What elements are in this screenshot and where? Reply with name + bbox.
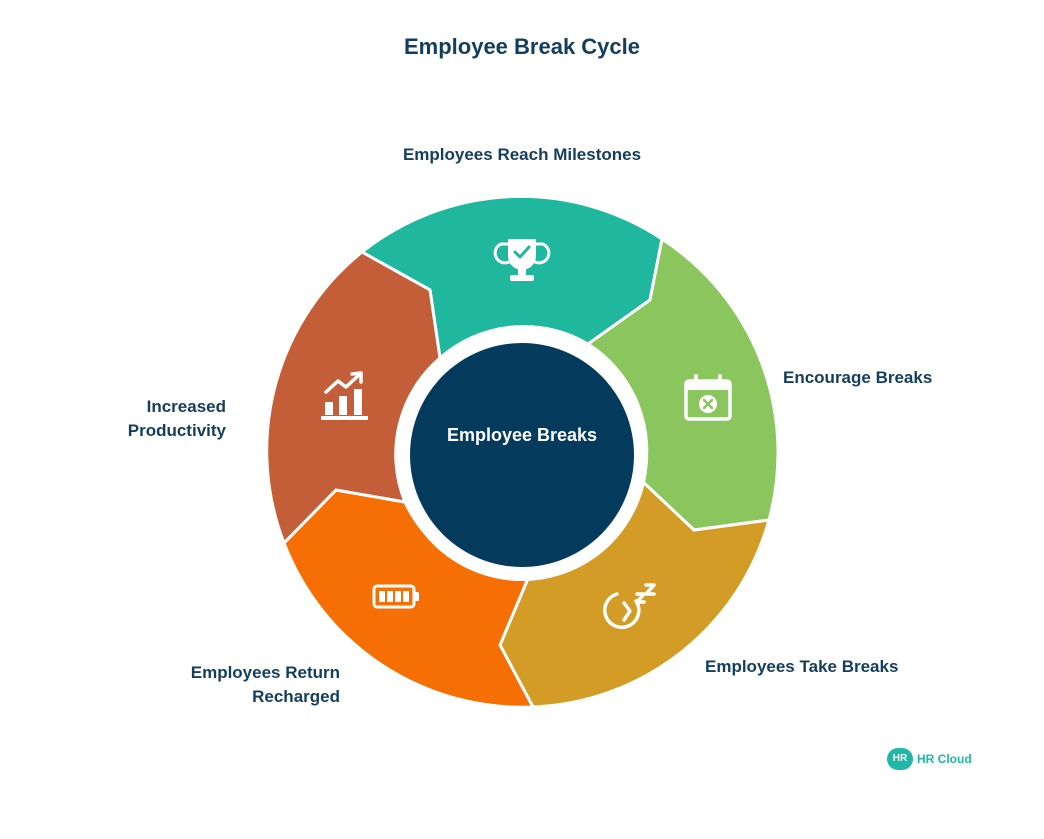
hr-cloud-logo: HR HR Cloud	[887, 747, 972, 771]
label-take-breaks: Employees Take Breaks	[705, 655, 898, 679]
battery-full-icon	[372, 584, 419, 609]
label-increased-productivity: Increased Productivity	[128, 395, 226, 443]
page-title: Employee Break Cycle	[403, 34, 641, 59]
label-line: Employees Reach Milestones	[402, 145, 642, 164]
center-label: Employee Breaks	[446, 425, 598, 445]
sleep-clock-icon	[603, 583, 656, 630]
logo-badge: HR	[887, 748, 913, 770]
label-line: Increased	[146, 397, 226, 416]
trophy-icon	[493, 239, 551, 281]
label-encourage-breaks: Encourage Breaks	[783, 366, 932, 390]
label-return-recharged: Employees Return Recharged	[191, 661, 340, 709]
label-line: Employees Return	[190, 663, 340, 682]
label-line: Employees Take Breaks	[705, 657, 899, 676]
label-line: Encourage Breaks	[783, 368, 933, 387]
label-reach-milestones: Employees Reach Milestones	[300, 143, 744, 167]
calendar-cancel-icon	[684, 374, 732, 421]
label-line: Productivity	[127, 421, 226, 440]
segment-increased-productivity	[265, 250, 442, 546]
label-line: Recharged	[252, 687, 340, 706]
segment-encourage-breaks	[585, 236, 780, 532]
logo-text: HR Cloud	[917, 752, 972, 766]
growth-chart-icon	[321, 371, 368, 420]
center-circle	[410, 343, 634, 567]
